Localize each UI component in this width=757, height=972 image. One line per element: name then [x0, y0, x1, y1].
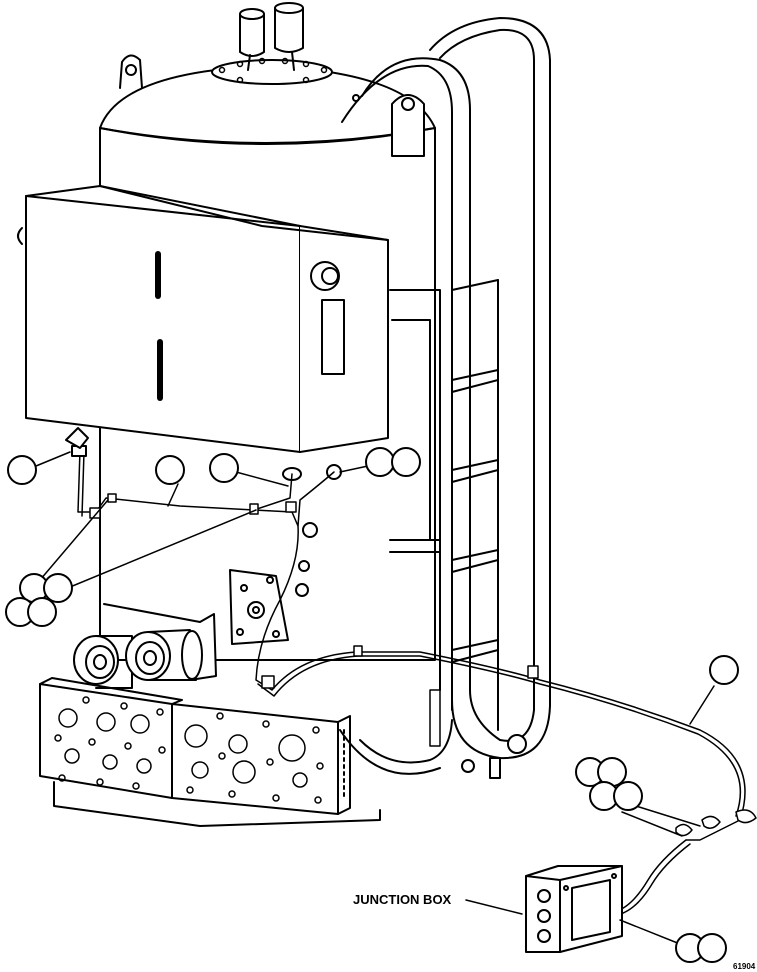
callout-bubble: [43, 573, 73, 603]
callout-bubbles: [5, 447, 739, 963]
junction-box-label: JUNCTION BOX: [353, 892, 452, 907]
callout-bubble: [697, 933, 727, 963]
callout-bubble: [365, 447, 395, 477]
callout-bubble: [613, 781, 643, 811]
reservoir-enclosure: [25, 185, 389, 453]
callout-leaders: [35, 451, 715, 945]
callout-bubble: [155, 455, 185, 485]
callout-bubble: [391, 447, 421, 477]
pump-assembly: [73, 603, 217, 689]
junction-box: [525, 865, 623, 953]
figure-number: 61904: [733, 962, 756, 971]
valve-manifold: [39, 677, 381, 827]
callout-bubble: [709, 655, 739, 685]
wiring-harness: [65, 427, 757, 917]
callout-bubble: [209, 453, 239, 483]
callout-bubble: [27, 597, 57, 627]
callout-bubble: [7, 455, 37, 485]
sensor-mounting-plate: [229, 464, 342, 645]
